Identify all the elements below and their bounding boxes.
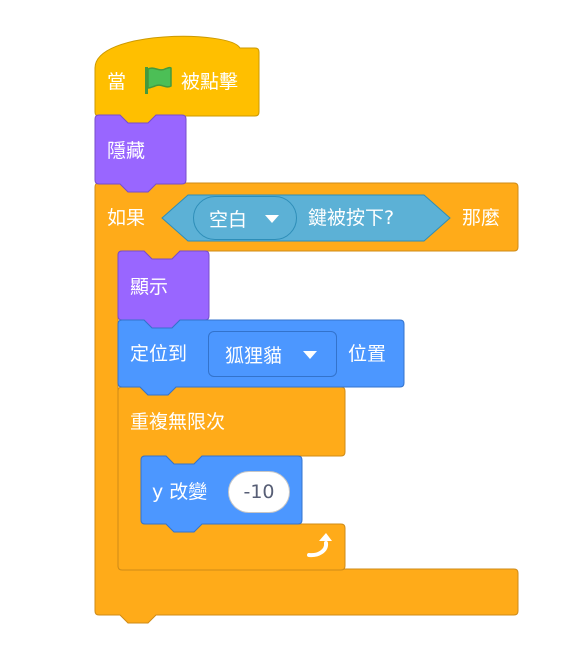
hat-label-when: 當 — [107, 71, 127, 93]
key-dropdown[interactable]: 空白 — [193, 196, 297, 240]
if-label: 如果 — [107, 207, 146, 229]
change-y-value-input[interactable]: -10 — [228, 471, 290, 513]
goto-target-dropdown[interactable]: 狐狸貓 — [208, 331, 337, 377]
hide-label: 隱藏 — [107, 140, 146, 162]
forever-label: 重複無限次 — [130, 411, 226, 433]
hide-block[interactable] — [94, 114, 187, 193]
goto-target-value: 狐狸貓 — [225, 344, 283, 367]
chevron-down-icon — [303, 351, 317, 359]
key-pressed-label: 鍵被按下? — [308, 207, 395, 229]
hat-label-clicked: 被點擊 — [181, 71, 239, 93]
position-label: 位置 — [348, 343, 387, 365]
green-flag-icon — [145, 66, 172, 94]
show-label: 顯示 — [130, 276, 169, 298]
loop-arrow-icon — [307, 533, 332, 558]
then-label: 那麼 — [462, 207, 501, 229]
goto-label: 定位到 — [130, 343, 188, 365]
change-y-value: -10 — [243, 481, 275, 503]
change-y-label: y 改變 — [152, 481, 208, 503]
chevron-down-icon — [265, 215, 279, 223]
key-dropdown-value: 空白 — [209, 208, 248, 231]
